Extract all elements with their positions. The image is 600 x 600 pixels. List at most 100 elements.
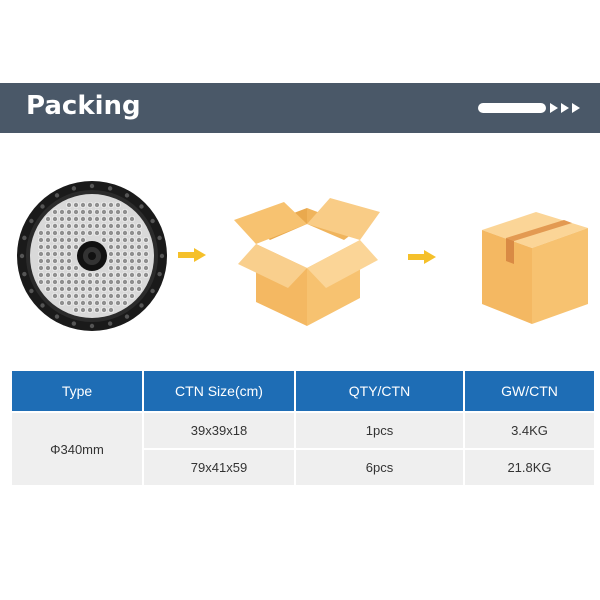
led-dot (52, 237, 59, 244)
rim-notch (54, 314, 60, 319)
led-dot (80, 208, 87, 215)
led-dot (136, 244, 143, 251)
led-dot (37, 279, 44, 286)
led-dot (94, 223, 101, 230)
led-dot (136, 258, 143, 265)
led-dot (44, 258, 51, 265)
led-dot (52, 286, 59, 293)
banner-pill-decoration (478, 103, 546, 113)
led-dot (122, 293, 129, 300)
rim-notch (107, 186, 113, 191)
rim-notch (71, 321, 77, 326)
led-dot (101, 201, 108, 208)
led-dot (129, 279, 136, 286)
led-dot (59, 251, 66, 258)
led-dot (108, 230, 115, 237)
led-dot (136, 272, 143, 279)
led-dot (59, 244, 66, 251)
led-dot (136, 286, 143, 293)
led-dot (122, 237, 129, 244)
led-dot (44, 223, 51, 230)
led-dot (136, 237, 143, 244)
led-dot (129, 293, 136, 300)
gw-cell: 21.8KG (465, 450, 594, 485)
led-dot (37, 237, 44, 244)
led-dot (59, 286, 66, 293)
type-cell: Φ340mm (12, 413, 142, 485)
header-ctn-size: CTN Size(cm) (144, 371, 294, 411)
led-dot (115, 272, 122, 279)
led-dot (122, 258, 129, 265)
led-dot (87, 293, 94, 300)
led-dot (136, 279, 143, 286)
led-dot (59, 279, 66, 286)
led-dot (44, 237, 51, 244)
led-dot (108, 293, 115, 300)
rim-notch (89, 183, 95, 189)
led-dot (66, 216, 73, 223)
led-dot (129, 286, 136, 293)
led-dot (129, 251, 136, 258)
table-header-row: Type CTN Size(cm) QTY/CTN GW/CTN (12, 371, 594, 411)
led-dot (129, 272, 136, 279)
led-dot (52, 223, 59, 230)
table-row: Φ340mm 39x39x18 1pcs 3.4KG (12, 413, 594, 485)
led-dot (122, 216, 129, 223)
led-dot (66, 265, 73, 272)
led-dot (80, 201, 87, 208)
led-dot (73, 293, 80, 300)
led-dot (129, 265, 136, 272)
led-dot (94, 286, 101, 293)
led-dot (101, 216, 108, 223)
led-dot (44, 265, 51, 272)
ctn-size-cell: 79x41x59 (144, 450, 294, 485)
rim-notch (89, 323, 95, 329)
led-dot (101, 230, 108, 237)
led-dot (59, 258, 66, 265)
led-dot (87, 286, 94, 293)
led-dot (115, 237, 122, 244)
rim-notch (107, 321, 113, 326)
led-dot (73, 216, 80, 223)
led-dot (115, 201, 122, 208)
led-dot (66, 258, 73, 265)
led-dot (52, 279, 59, 286)
led-dot (108, 201, 115, 208)
led-dot (52, 244, 59, 251)
led-dot (136, 223, 143, 230)
led-dot (122, 223, 129, 230)
led-dot (66, 300, 73, 307)
led-dot (80, 230, 87, 237)
rim-notch (19, 253, 25, 259)
led-dot (87, 201, 94, 208)
led-dot (101, 307, 108, 314)
led-dot (115, 265, 122, 272)
packing-table: Type CTN Size(cm) QTY/CTN GW/CTN Φ340mm … (10, 369, 596, 487)
led-dot (108, 272, 115, 279)
rim-notch (29, 288, 34, 294)
led-dot (94, 300, 101, 307)
led-dot (115, 230, 122, 237)
triple-arrow-icon (550, 103, 580, 113)
led-dot (143, 272, 150, 279)
rim-notch (40, 204, 45, 209)
led-dot (37, 265, 44, 272)
led-dot (44, 244, 51, 251)
led-dot (101, 208, 108, 215)
led-dot (66, 293, 73, 300)
led-dot (44, 286, 51, 293)
led-dot (44, 279, 51, 286)
led-dot (94, 201, 101, 208)
led-dot (136, 265, 143, 272)
led-dot (129, 258, 136, 265)
led-dot (59, 216, 66, 223)
led-dot (129, 244, 136, 251)
led-dot (59, 265, 66, 272)
led-dot (80, 216, 87, 223)
led-dot (66, 201, 73, 208)
led-dot (108, 216, 115, 223)
led-dot (80, 237, 87, 244)
led-dot (115, 293, 122, 300)
rim-notch (157, 235, 162, 241)
led-dot (59, 300, 66, 307)
